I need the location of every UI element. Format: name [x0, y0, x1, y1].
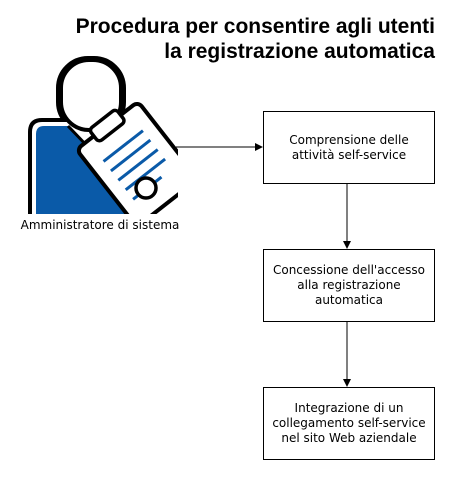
page-title: Procedura per consentire agli utenti la … [15, 14, 435, 64]
step-box-3: Integrazione di un collegamento self-ser… [263, 387, 435, 460]
step-1-line-2: attività self-service [291, 147, 407, 162]
title-line-1: Procedura per consentire agli utenti [75, 15, 435, 38]
step-1-line-1: Comprensione delle [289, 132, 409, 147]
step-2-line-3: automatica [314, 293, 384, 307]
step-2-line-2: alla registrazione [297, 278, 401, 292]
step-3-line-3: nel sito Web aziendale [281, 431, 417, 445]
step-2-line-1: Concessione dell'accesso [272, 263, 426, 277]
administrator-with-clipboard-icon [28, 54, 198, 227]
hand-shape [134, 176, 158, 200]
step-3-line-1: Integrazione di un [294, 401, 404, 415]
actor-label: Amministratore di sistema [20, 218, 180, 232]
title-line-2: la registrazione automatica [164, 40, 435, 63]
step-3-line-2: collegamento self-service [272, 416, 426, 430]
step-box-2: Concessione dell'accesso alla registrazi… [263, 249, 435, 322]
step-box-1: Comprensione delle attività self-service [263, 111, 435, 184]
administrator-figure [28, 56, 198, 227]
